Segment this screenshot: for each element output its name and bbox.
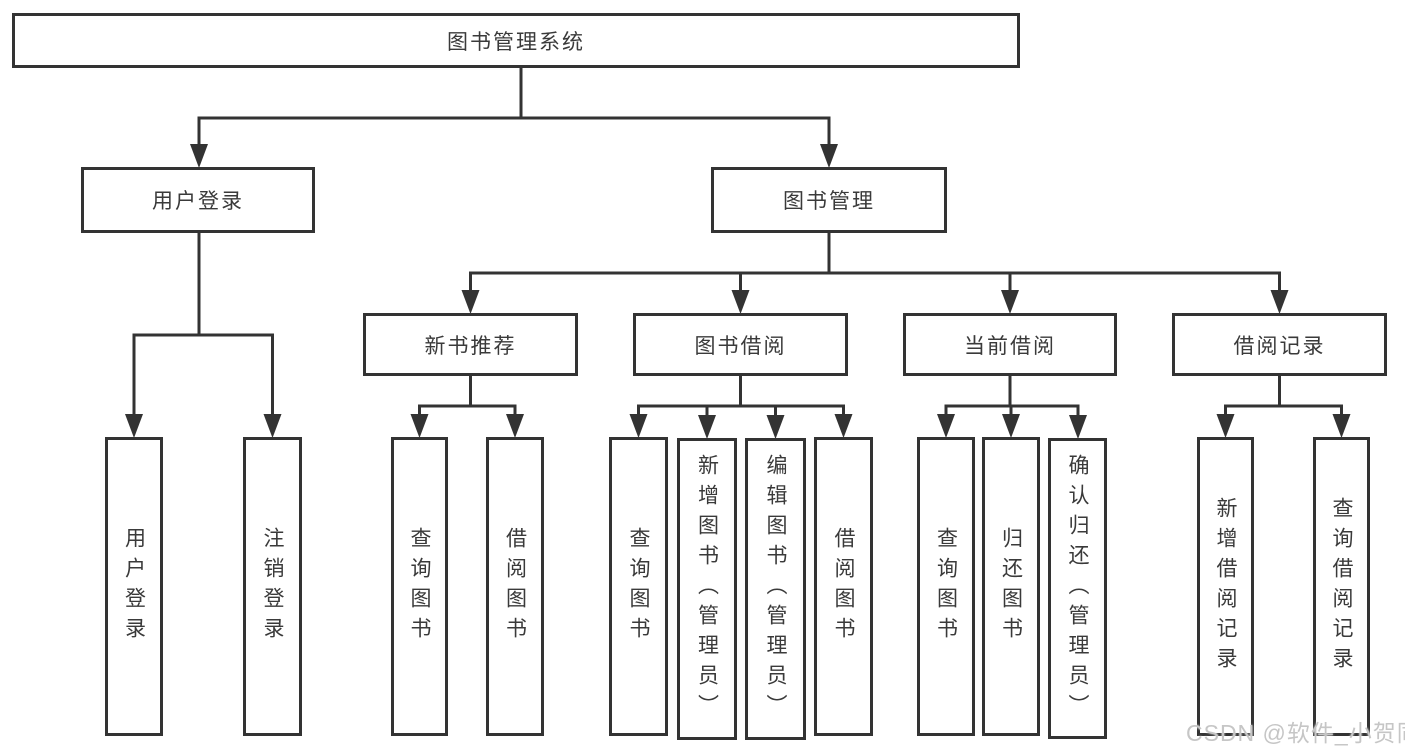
leaf-borrow-query-book: 查询图书 — [609, 437, 668, 736]
leaf-user-login: 用户登录 — [105, 437, 163, 736]
leaf-current-query-book: 查询图书 — [917, 437, 975, 736]
node-label: 注销登录 — [261, 526, 285, 647]
node-new-book-recommend: 新书推荐 — [363, 313, 578, 376]
node-label: 用户登录 — [152, 190, 244, 213]
node-label: 查询图书 — [408, 526, 432, 647]
node-label: 新增借阅记录 — [1214, 496, 1238, 677]
node-label: 当前借阅 — [964, 334, 1056, 358]
leaf-current-confirm-return-admin: 确认归还（管理员） — [1048, 438, 1107, 739]
node-label: 查询图书 — [627, 526, 651, 647]
node-label: 新增图书（管理员） — [695, 454, 719, 724]
leaf-recommend-query-book: 查询图书 — [391, 437, 448, 736]
node-label: 借阅图书 — [832, 526, 856, 647]
node-label: 确认归还（管理员） — [1066, 453, 1090, 724]
node-book-management: 图书管理 — [711, 167, 947, 233]
node-label: 新书推荐 — [424, 334, 517, 358]
node-label: 查询借阅记录 — [1330, 496, 1354, 677]
node-label: 查询图书 — [934, 526, 958, 647]
node-label: 归还图书 — [999, 526, 1023, 647]
node-label: 图书借阅 — [694, 334, 787, 358]
leaf-current-return-book: 归还图书 — [982, 437, 1040, 736]
node-label: 编辑图书（管理员） — [764, 454, 788, 724]
leaf-record-query-borrow-record: 查询借阅记录 — [1313, 437, 1370, 736]
node-current-borrow: 当前借阅 — [903, 313, 1117, 376]
leaf-logout-login: 注销登录 — [243, 437, 302, 736]
node-borrow-record: 借阅记录 — [1172, 313, 1387, 376]
node-label: 借阅图书 — [503, 526, 527, 647]
leaf-recommend-borrow-book: 借阅图书 — [486, 437, 544, 736]
node-user-login: 用户登录 — [81, 167, 315, 233]
leaf-record-add-borrow-record: 新增借阅记录 — [1197, 437, 1254, 736]
node-book-borrow: 图书借阅 — [633, 313, 848, 376]
node-label: 借阅记录 — [1233, 334, 1326, 358]
node-label: 用户登录 — [122, 526, 146, 647]
csdn-watermark: CSDN @软件_小贺同学 — [1186, 720, 1405, 746]
leaf-borrow-add-book-admin: 新增图书（管理员） — [677, 438, 737, 740]
node-label: 图书管理 — [783, 190, 875, 213]
node-label: 图书管理系统 — [447, 30, 585, 54]
node-library-management-system: 图书管理系统 — [12, 13, 1020, 68]
leaf-borrow-edit-book-admin: 编辑图书（管理员） — [745, 438, 806, 740]
leaf-borrow-borrow-book: 借阅图书 — [814, 437, 873, 736]
